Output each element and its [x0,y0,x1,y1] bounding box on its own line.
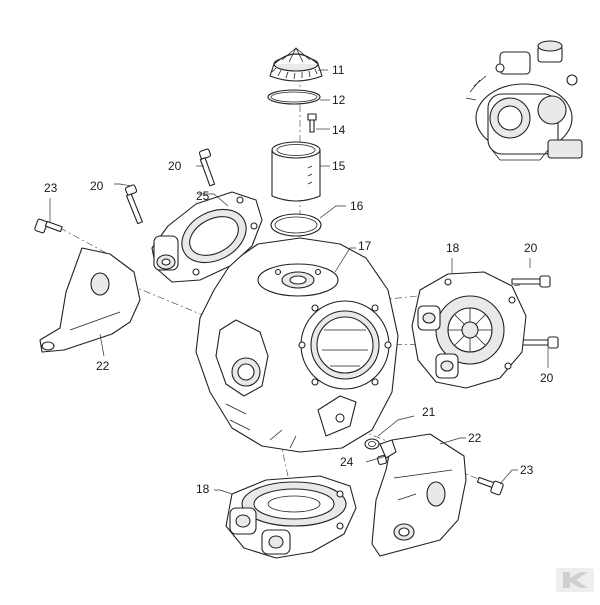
callout-12: 12 [332,93,346,107]
left-cover [151,191,263,283]
bolt-20-right-b [519,336,559,349]
filter-cap [269,47,323,82]
pump-head-18-bottom [225,475,357,559]
callout-22-left: 22 [96,359,110,373]
callout-18-bottom: 18 [196,482,210,496]
pump-housing [195,237,399,453]
callout-17: 17 [358,239,372,253]
bracket-22-right [371,433,467,557]
screw-23-right [476,476,504,496]
callout-20-right-a: 20 [524,241,538,255]
callout-11: 11 [332,63,345,77]
callout-25: 25 [196,189,210,203]
bolt-20-top-a [198,148,216,187]
callout-24: 24 [340,455,354,469]
bolt-20-top-b [124,184,143,225]
callout-23-left: 23 [44,181,58,195]
drain-plug-24 [377,439,397,465]
callout-22-right: 22 [468,431,482,445]
o-ring-12 [267,89,321,105]
callout-15: 15 [332,159,346,173]
bolt-20-right-a [511,275,551,288]
filter-cartridge [271,141,321,202]
callout-20-right-b: 20 [540,371,554,385]
callout-21: 21 [422,405,436,419]
small-screw [307,113,317,133]
callout-23-right: 23 [520,463,534,477]
leader-lines [49,69,549,495]
callout-16: 16 [350,199,364,213]
callout-20-top-a: 20 [168,159,182,173]
washer-21 [364,438,380,450]
callout-labels: 11 12 14 15 16 17 18 18 20 20 20 20 21 2… [44,63,554,496]
screw-23-left [34,218,63,234]
callout-14: 14 [332,123,346,137]
pump-head-18-right [411,271,527,389]
o-ring-16 [270,213,322,237]
callout-18-right: 18 [446,241,460,255]
bracket-22-left [39,247,141,353]
assembled-pump-thumbnail [465,40,583,161]
brand-logo-icon [556,568,594,592]
callout-20-top-b: 20 [90,179,104,193]
